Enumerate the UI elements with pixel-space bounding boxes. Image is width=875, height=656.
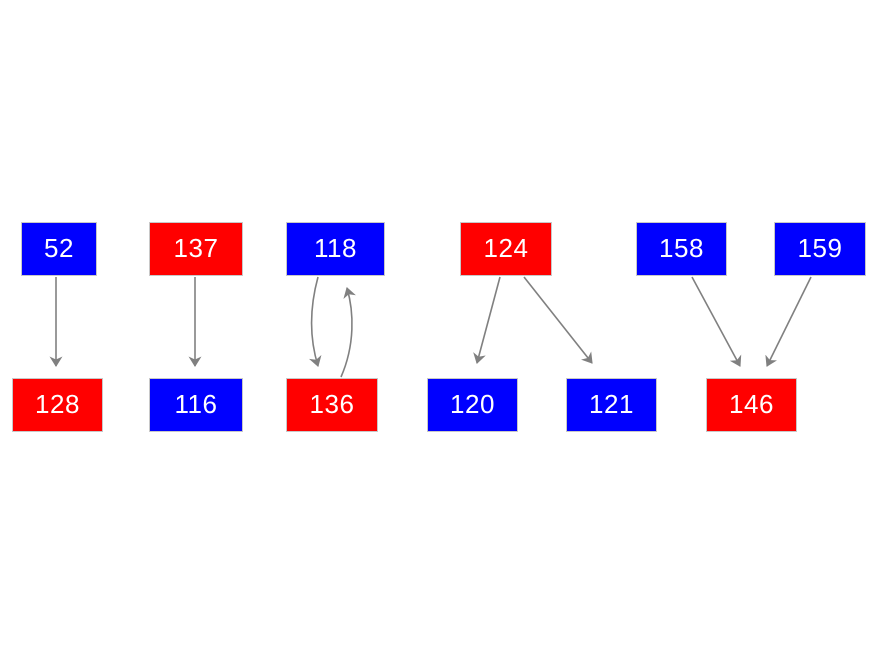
graph-node-116[interactable]: 116 — [149, 378, 243, 432]
graph-node-label: 146 — [729, 389, 774, 419]
graph-node-label: 116 — [174, 389, 218, 419]
graph-edge — [523, 276, 593, 364]
graph-edge — [691, 276, 742, 367]
graph-node-52[interactable]: 52 — [21, 222, 97, 276]
graph-node-label: 118 — [314, 233, 357, 263]
graph-node-label: 158 — [659, 233, 704, 263]
graph-node-label: 121 — [589, 389, 634, 419]
graph-node-124[interactable]: 124 — [460, 222, 552, 276]
graph-node-136[interactable]: 136 — [286, 378, 378, 432]
graph-edge — [473, 276, 501, 364]
graph-edge — [308, 276, 322, 367]
graph-node-128[interactable]: 128 — [12, 378, 103, 432]
graph-edge — [765, 276, 812, 367]
graph-node-label: 120 — [450, 389, 495, 419]
graph-node-label: 52 — [44, 233, 74, 263]
edges-group — [49, 276, 812, 378]
graph-node-120[interactable]: 120 — [427, 378, 518, 432]
graph-node-146[interactable]: 146 — [706, 378, 797, 432]
graph-node-label: 159 — [797, 233, 843, 263]
graph-node-label: 136 — [309, 389, 355, 419]
graph-edge — [340, 287, 356, 378]
graph-node-label: 124 — [483, 233, 529, 263]
graph-node-158[interactable]: 158 — [636, 222, 727, 276]
graph-node-121[interactable]: 121 — [566, 378, 657, 432]
graph-node-137[interactable]: 137 — [149, 222, 243, 276]
graph-node-118[interactable]: 118 — [286, 222, 385, 276]
graph-node-label: 137 — [173, 233, 219, 263]
graph-node-label: 128 — [35, 389, 80, 419]
graph-node-159[interactable]: 159 — [774, 222, 866, 276]
